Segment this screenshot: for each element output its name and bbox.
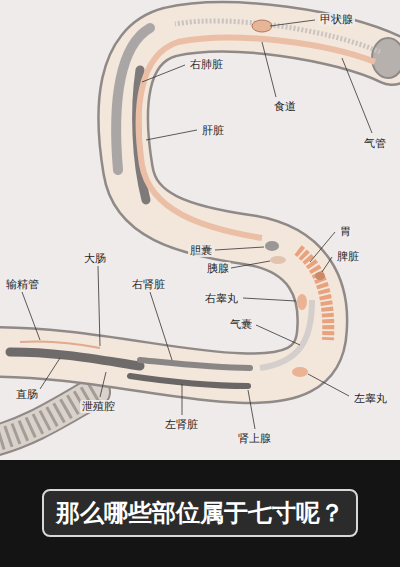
part-label: 脾脏	[335, 250, 361, 263]
caption: 那么哪些部位属于七寸呢？	[42, 489, 358, 537]
part-label: 甲状腺	[318, 13, 355, 26]
leader-line	[322, 257, 332, 272]
leader-line	[243, 298, 296, 301]
part-label: 食道	[272, 100, 298, 113]
part-label: 输精管	[4, 278, 41, 291]
part-label: 右肺脏	[188, 58, 225, 71]
stomach	[298, 250, 328, 340]
caption-bar	[0, 460, 400, 567]
leader-line	[100, 372, 106, 397]
leader-line	[270, 20, 315, 26]
air-sac	[260, 300, 312, 368]
leader-line	[98, 266, 100, 346]
right-kidney	[140, 360, 250, 368]
part-label: 左睾丸	[352, 392, 389, 405]
part-label: 直肠	[14, 388, 40, 401]
part-label: 泄殖腔	[80, 400, 117, 413]
part-label: 右睾丸	[203, 292, 240, 305]
part-label: 左肾脏	[163, 418, 200, 431]
thyroid	[252, 20, 272, 32]
part-label: 胆囊	[188, 244, 214, 257]
leader-line	[40, 358, 60, 389]
part-label: 胃	[338, 225, 353, 238]
part-label: 大肠	[82, 252, 108, 265]
part-label: 气管	[362, 137, 388, 150]
snake-head	[372, 38, 400, 78]
leader-line	[248, 390, 255, 429]
left-kidney	[130, 376, 248, 386]
leader-line	[308, 374, 349, 396]
leader-line	[150, 292, 172, 360]
spleen	[315, 272, 325, 280]
body-outline	[0, 27, 392, 378]
leader-line	[142, 65, 185, 82]
leader-lines	[22, 20, 372, 429]
leader-line	[342, 58, 372, 133]
leader-line	[22, 292, 40, 340]
esophagus	[139, 38, 375, 238]
pancreas	[270, 256, 286, 264]
leader-line	[215, 247, 264, 250]
leader-line	[231, 261, 270, 268]
gallbladder	[265, 241, 279, 251]
left-testis	[292, 367, 308, 377]
leader-line	[146, 130, 197, 140]
vas-deferens	[20, 341, 100, 348]
leader-line	[262, 42, 276, 97]
right-testis	[297, 294, 307, 310]
body-interior	[0, 27, 392, 378]
large-intestine	[10, 352, 140, 366]
part-label: 肾上腺	[236, 432, 273, 445]
part-label: 右肾脏	[130, 278, 167, 291]
part-label: 气囊	[228, 318, 254, 331]
leader-line	[182, 384, 183, 415]
part-label: 胰腺	[205, 262, 231, 275]
part-label: 肝脏	[200, 124, 226, 137]
leader-line	[256, 325, 300, 345]
